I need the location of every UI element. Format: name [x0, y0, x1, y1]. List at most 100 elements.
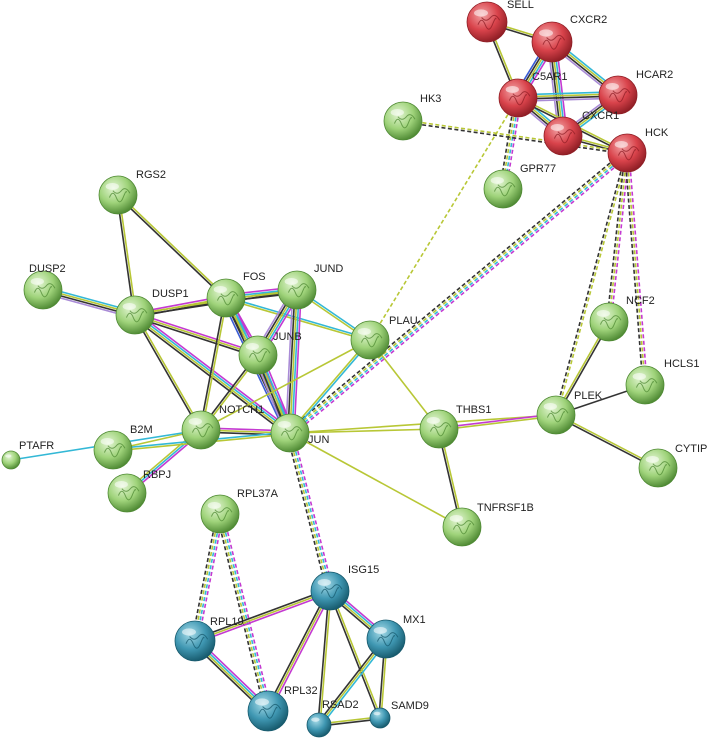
node-rgs2[interactable]: RGS2 — [98, 169, 166, 215]
node-ball[interactable] — [483, 169, 523, 209]
edge-line-experiments — [197, 514, 224, 642]
node-ball[interactable] — [366, 619, 406, 659]
node-ncf2[interactable]: NCF2 — [589, 295, 655, 342]
edge-line-textmining — [288, 338, 370, 433]
node-plau[interactable]: PLAU — [350, 315, 418, 360]
node-rpl32[interactable]: RPL32 — [247, 685, 318, 732]
node-rpl37a[interactable]: RPL37A — [200, 488, 279, 534]
node-ball[interactable] — [247, 690, 289, 732]
protein-structure-icon — [617, 146, 640, 161]
node-ball[interactable] — [238, 335, 278, 375]
node-ball[interactable] — [442, 507, 482, 547]
node-jun[interactable]: JUN — [270, 413, 329, 453]
edge-line-textmining — [200, 339, 371, 431]
node-ball[interactable] — [498, 78, 538, 118]
node-isg15[interactable]: ISG15 — [310, 564, 379, 611]
node-ball[interactable] — [598, 75, 638, 115]
node-ball[interactable] — [107, 473, 147, 513]
node-hcls1[interactable]: HCLS1 — [625, 358, 699, 405]
protein-structure-icon — [360, 333, 383, 348]
node-notch1[interactable]: NOTCH1 — [181, 404, 264, 450]
node-fos[interactable]: FOS — [206, 271, 266, 318]
protein-structure-icon — [393, 114, 416, 129]
node-mx1[interactable]: MX1 — [366, 614, 426, 659]
node-ball[interactable] — [1, 450, 21, 470]
node-dusp1[interactable]: DUSP1 — [115, 288, 189, 335]
node-ball[interactable] — [625, 365, 665, 405]
node-label: CYTIP — [675, 443, 707, 455]
edge-line-textmining — [403, 119, 628, 153]
edge-jund-jun — [285, 289, 302, 434]
protein-structure-icon — [185, 633, 209, 649]
edge-jun-thbs1 — [289, 428, 440, 434]
node-jund[interactable]: JUND — [277, 263, 343, 310]
edge-line-databases — [220, 513, 270, 711]
node-cxcr2[interactable]: CXCR2 — [531, 14, 607, 63]
edge-dusp1-junb — [134, 312, 259, 358]
edge-line-experiments — [610, 153, 630, 323]
node-ball[interactable] — [369, 707, 391, 729]
node-gpr77[interactable]: GPR77 — [483, 163, 556, 209]
edge-line-textmining — [218, 514, 268, 712]
edge-line-coexpression — [191, 513, 218, 641]
node-b2m[interactable]: B2M — [93, 424, 153, 470]
edge-line-textmining — [330, 590, 382, 718]
node-thbs1[interactable]: THBS1 — [419, 404, 491, 449]
node-highlight — [632, 373, 646, 380]
node-ball[interactable] — [23, 270, 63, 310]
node-ball[interactable] — [607, 133, 647, 173]
node-ball[interactable] — [115, 295, 155, 335]
node-ball[interactable] — [98, 175, 138, 215]
node-ball[interactable] — [181, 410, 221, 450]
node-ball[interactable] — [419, 409, 459, 449]
protein-structure-icon — [280, 426, 303, 441]
node-ball[interactable] — [350, 320, 390, 360]
node-highlight — [5, 454, 12, 458]
protein-structure-icon — [125, 308, 148, 323]
node-samd9[interactable]: SAMD9 — [369, 700, 429, 729]
node-highlight — [373, 711, 381, 716]
node-tnfrsf1b[interactable]: TNFRSF1B — [442, 502, 534, 547]
node-rpl19[interactable]: RPL19 — [174, 616, 244, 662]
node-plek[interactable]: PLEK — [536, 390, 603, 435]
node-hcar2[interactable]: HCAR2 — [598, 69, 673, 115]
node-ball[interactable] — [277, 270, 317, 310]
node-ball[interactable] — [306, 712, 332, 738]
node-ball[interactable] — [200, 494, 240, 534]
node-ball[interactable] — [383, 101, 423, 141]
node-label: RPL19 — [210, 616, 244, 628]
node-ball[interactable] — [270, 413, 310, 453]
node-ball[interactable] — [589, 302, 629, 342]
node-highlight — [245, 343, 259, 350]
node-c5ar1[interactable]: C5AR1 — [498, 71, 567, 118]
node-junb[interactable]: JUNB — [238, 331, 302, 375]
node-hk3[interactable]: HK3 — [383, 93, 441, 141]
node-rbpj[interactable]: RBPJ — [107, 469, 171, 513]
node-sell[interactable]: SELL — [466, 0, 534, 43]
node-cytip[interactable]: CYTIP — [638, 443, 707, 488]
node-hck[interactable]: HCK — [607, 127, 669, 173]
node-cxcr1[interactable]: CXCR1 — [543, 110, 619, 156]
node-highlight — [449, 515, 463, 522]
edge-line-experiments — [222, 513, 272, 711]
node-rsad2[interactable]: RSAD2 — [306, 699, 359, 738]
node-ball[interactable] — [466, 1, 508, 43]
protein-structure-icon — [210, 507, 233, 522]
protein-structure-icon — [553, 129, 576, 144]
edge-line-databases — [290, 153, 629, 435]
node-label: RBPJ — [143, 469, 171, 481]
node-ball[interactable] — [174, 620, 216, 662]
node-ball[interactable] — [531, 21, 573, 63]
node-ball[interactable] — [206, 278, 246, 318]
edge-line-textmining — [201, 298, 228, 431]
edge-line-textmining — [135, 314, 203, 430]
node-ptafr[interactable]: PTAFR — [1, 440, 54, 470]
node-ball[interactable] — [93, 430, 133, 470]
node-ball[interactable] — [310, 571, 350, 611]
node-dusp2[interactable]: DUSP2 — [23, 263, 66, 310]
node-ball[interactable] — [638, 448, 678, 488]
node-ball[interactable] — [536, 395, 576, 435]
node-ball[interactable] — [543, 116, 583, 156]
edge-line-textmining — [626, 152, 646, 386]
